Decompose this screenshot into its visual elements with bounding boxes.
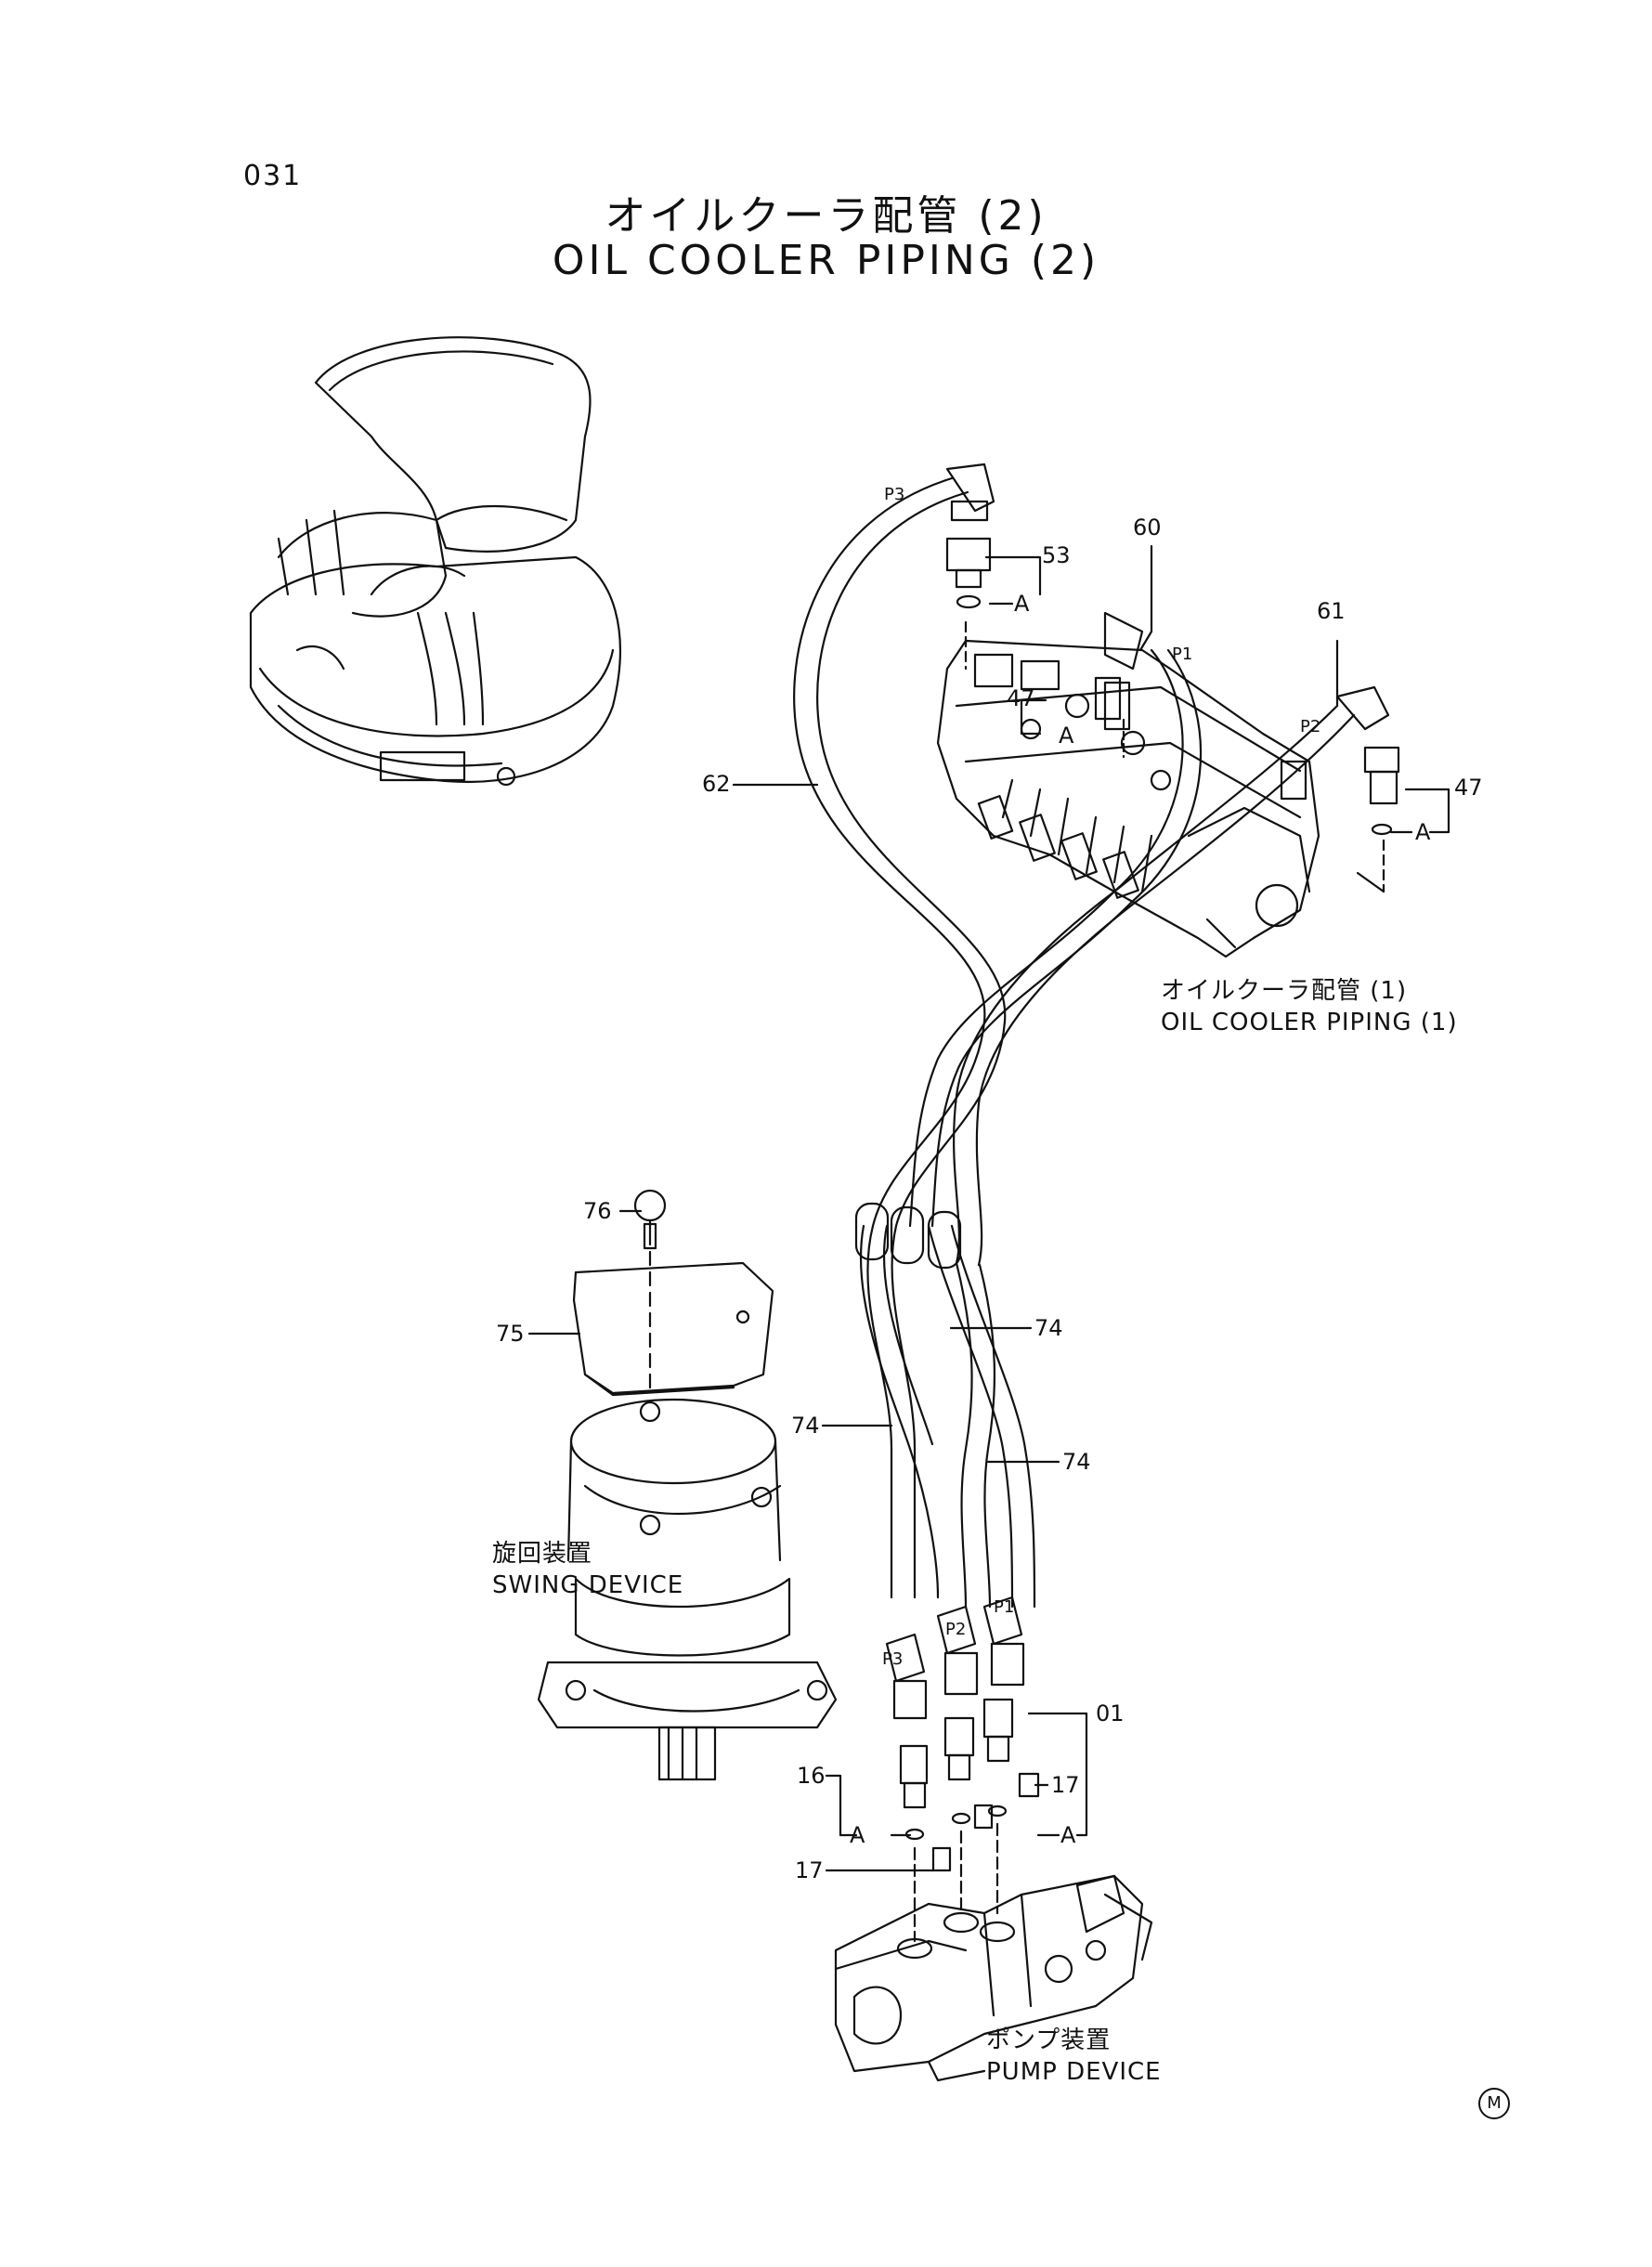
m-mark: M	[1478, 2088, 1510, 2119]
ref-a-16: A	[850, 1822, 865, 1848]
hose-sleeve	[927, 1210, 962, 1270]
callout-74-a: 74	[1034, 1315, 1063, 1341]
callout-16: 16	[797, 1763, 826, 1789]
port-p2-bottom: P2	[945, 1620, 966, 1639]
pump-device-en: PUMP DEVICE	[986, 2058, 1162, 2086]
reference-marks: A A A A A	[850, 591, 1431, 1848]
swing-device-jp: 旋回装置	[492, 1540, 593, 1568]
callout-01: 01	[1096, 1700, 1125, 1726]
port-p3-top: P3	[884, 485, 904, 504]
swing-device-illustration	[537, 1189, 838, 1781]
oil-cooler-piping-1-jp: オイルクーラ配管 (1)	[1161, 977, 1408, 1005]
pump-device-note: ポンプ装置 PUMP DEVICE	[986, 2025, 1162, 2088]
oil-cooler-piping-1-note: オイルクーラ配管 (1) OIL COOLER PIPING (1)	[1161, 975, 1458, 1038]
callout-47-right: 47	[1454, 775, 1483, 801]
ref-a-01: A	[1060, 1822, 1076, 1848]
top-fittings	[945, 463, 1400, 893]
excavator-overview-illustration	[249, 336, 621, 787]
port-p1-top: P1	[1172, 645, 1192, 664]
pump-device-jp: ポンプ装置	[986, 2026, 1112, 2054]
swing-device-en: SWING DEVICE	[492, 1571, 684, 1599]
leader-lines	[527, 544, 1450, 1872]
callout-76: 76	[583, 1198, 612, 1224]
callout-17-b: 17	[795, 1857, 824, 1883]
callout-47-top: 47	[1007, 685, 1035, 711]
title-japanese: オイルクーラ配管 (2)	[605, 192, 1047, 240]
oil-cooler-piping-1-en: OIL COOLER PIPING (1)	[1161, 1009, 1458, 1036]
bottom-fittings	[885, 1596, 1040, 1943]
hose-sleeve	[854, 1202, 890, 1261]
callout-17-a: 17	[1051, 1772, 1080, 1798]
port-p3-bottom: P3	[882, 1649, 903, 1669]
port-p1-bottom: P1	[994, 1597, 1014, 1617]
callout-61: 61	[1317, 598, 1346, 624]
callout-62: 62	[702, 771, 731, 797]
callout-74-c: 74	[1062, 1449, 1091, 1475]
ref-a-53: A	[1014, 591, 1030, 617]
hose-sleeve	[890, 1205, 925, 1265]
callout-60: 60	[1133, 515, 1162, 541]
pump-device-illustration	[834, 1874, 1153, 2082]
port-p2-top: P2	[1300, 717, 1320, 736]
hose-bundle	[793, 476, 1356, 1609]
control-valve-illustration	[936, 639, 1320, 958]
swing-device-note: 旋回装置 SWING DEVICE	[492, 1538, 683, 1601]
page-number: 031	[243, 160, 303, 192]
callout-labels: 53 60 61 47 47 62 76 75 74 74 74 01 16 1…	[496, 515, 1483, 1883]
ref-a-47-right: A	[1415, 819, 1431, 845]
callout-53: 53	[1042, 542, 1071, 568]
title-english: OIL COOLER PIPING (2)	[552, 237, 1100, 284]
callout-74-b: 74	[791, 1413, 820, 1439]
callout-75: 75	[496, 1321, 525, 1347]
ref-a-47-top: A	[1059, 723, 1074, 749]
port-labels: P3 P1 P2 P1 P2 P3	[882, 485, 1320, 1669]
